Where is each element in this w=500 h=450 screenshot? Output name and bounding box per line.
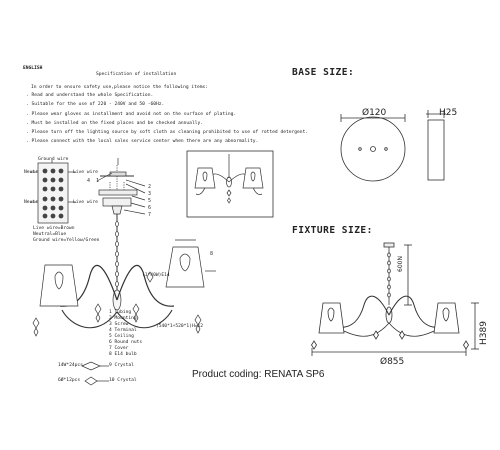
part-6: 6 Round nuts [109,340,143,345]
exploded-assembly-diagram: 1 2 3 4 5 6 7 8 [30,158,216,386]
part-7: 7 Cover [109,346,129,351]
language-label: ENGLISH [23,66,43,71]
part-10: 10 Crystal [109,378,137,383]
callout-3: 3 [148,191,151,197]
part-4: 4 Terminal [109,328,137,333]
fixture-size-title: FIXTURE SIZE: [292,225,373,236]
instruction-line-3: . Please wear gloves as installment and … [26,112,237,117]
base-size-diagram [340,110,446,182]
assembled-preview-box [186,150,274,218]
instruction-line-0: In order to ensure safety use,please not… [31,85,209,90]
crystal-9-size: 14W*24pcs [58,363,83,368]
crystal-10-size: 6Ø*12pcs [58,378,81,383]
ground-wire-label: Ground wire [38,157,69,162]
part-5: 5 Ceiling [109,334,134,339]
wire-legend-1: Neutral=Blue [33,232,67,237]
fixture-diameter-label: Ø855 [380,357,405,367]
part-3: 3 Screw [109,322,129,327]
neutral-label-top: Neutral [24,170,44,175]
instruction-line-2: . Suitable for the use of 220 - 240V and… [26,102,165,107]
instruction-line-1: . Read and understand the whole Specific… [26,93,154,98]
base-diameter-label: Ø120 [362,108,387,118]
callout-7: 7 [148,212,151,218]
live-wire-label-bottom: Live wire [73,200,98,205]
callout-6: 6 [148,205,151,211]
callout-4: 4 [87,178,90,184]
fixture-height-label: H389 [479,321,489,345]
instruction-line-4: . Must be installed on the fixed places … [26,121,204,126]
callout-5: 5 [148,198,151,204]
callout-8: 8 [210,251,213,257]
wire-legend-0: Live wire=Brown [33,226,75,231]
part-9: 9 Crystal [109,363,134,368]
callout-1: 1 [96,178,99,184]
callout-2: 2 [148,184,151,190]
product-coding: Product coding: RENATA SP6 [192,369,325,380]
arm-spec: (540*1+520*1)H=12 [156,324,204,329]
instructions-heading: Specification of installation [96,72,177,77]
part-2: 2 Mounting [109,316,137,321]
fixture-size-diagram [311,242,479,356]
instruction-line-6: . Please connect with the local sales se… [26,139,259,144]
part-8: 8 E14 bulb [109,352,137,357]
part-1: 1 Tubing [109,310,132,315]
instruction-line-5: . Please turn off the lighting source by… [26,130,309,135]
neutral-label-bottom: Neutral [24,200,44,205]
bulb-spec: (1*40W)E14 [142,273,170,278]
fixture-chain-label: 600N [397,256,404,272]
base-size-title: BASE SIZE: [292,67,355,78]
wire-legend-2: Ground wire=Yellow/Green [33,238,100,243]
base-height-label: H25 [439,108,458,118]
live-wire-label-top: Live wire [73,170,98,175]
